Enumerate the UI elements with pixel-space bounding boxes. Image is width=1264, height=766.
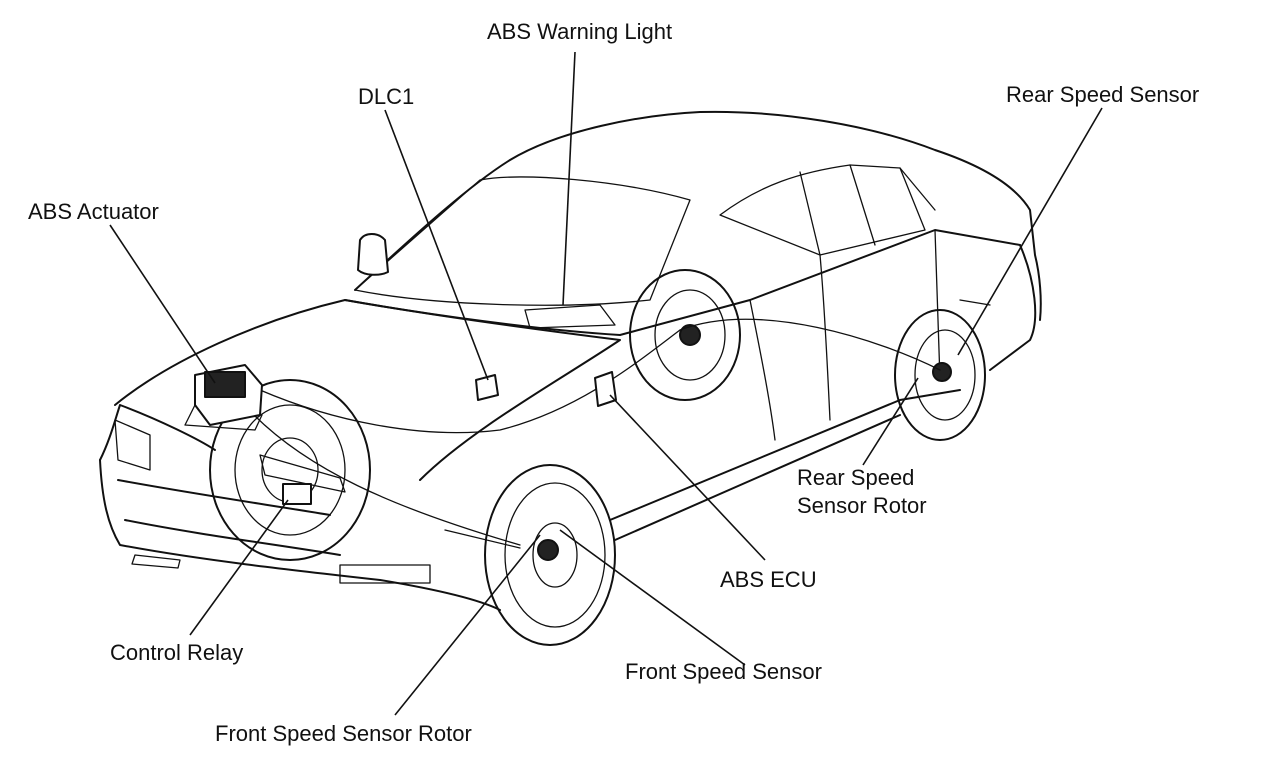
label-abs-warning-light: ABS Warning Light bbox=[487, 19, 673, 44]
label-front-speed-sensor: Front Speed Sensor bbox=[625, 659, 822, 684]
label-abs-actuator: ABS Actuator bbox=[28, 199, 159, 224]
label-dlc1: DLC1 bbox=[358, 84, 415, 109]
leader-lines bbox=[109, 51, 1103, 716]
label-front-speed-sensor-rotor: Front Speed Sensor Rotor bbox=[215, 721, 472, 746]
label-abs-ecu: ABS ECU bbox=[720, 567, 817, 592]
label-rear-speed-sensor-rotor-line2: Sensor Rotor bbox=[797, 493, 927, 518]
label-rear-speed-sensor: Rear Speed Sensor bbox=[1006, 82, 1200, 107]
label-control-relay: Control Relay bbox=[110, 640, 244, 665]
label-rear-speed-sensor-rotor-line1: Rear Speed bbox=[797, 465, 915, 490]
